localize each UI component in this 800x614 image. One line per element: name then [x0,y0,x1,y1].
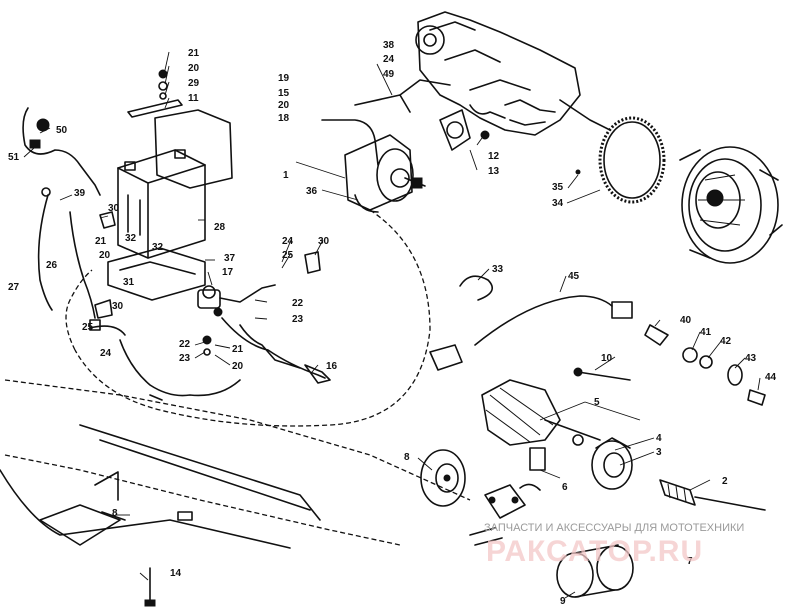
callout-20-top: 20 [188,63,200,74]
battery-strap [127,99,183,118]
callout-37: 37 [224,253,236,264]
callout-51: 51 [8,152,20,163]
snap-ring [459,275,494,301]
callout-28: 28 [214,222,226,233]
callout-20-mid: 20 [232,361,244,372]
starter-cable [321,119,379,166]
callout-11: 11 [188,93,199,104]
callout-27: 27 [8,282,20,293]
callout-6: 6 [562,482,568,493]
chassis-outline [4,379,471,546]
callout-23-left: 23 [179,353,191,364]
callout-40: 40 [680,315,692,326]
callout-22-left: 22 [179,339,191,350]
callout-20-starter: 20 [278,100,290,111]
callout-24-left: 24 [100,348,112,359]
callout-17: 17 [222,267,234,278]
callout-16: 16 [326,361,338,372]
engine-block [415,11,611,151]
callout-1: 1 [283,170,289,181]
callout-32: 32 [152,242,164,253]
callout-41: 41 [700,327,712,338]
main-harness-loop [74,209,431,427]
callout-30-left: 30 [108,203,120,214]
callout-31: 31 [123,277,135,288]
callout-18: 18 [278,113,290,124]
callout-50: 50 [56,125,68,136]
callout-36: 36 [306,186,318,197]
callout-26: 26 [46,260,58,271]
callout-45: 45 [568,271,580,282]
callout-labels: 21 20 29 11 50 51 39 30 21 32 20 26 27 2… [8,40,777,607]
callout-30-mid: 30 [318,236,330,247]
callout-24-mid: 24 [282,236,294,247]
callout-10: 10 [601,353,613,364]
callout-43: 43 [745,353,757,364]
callout-21-mid: 21 [232,344,244,355]
starter-exploded [420,295,766,598]
callout-21-left: 21 [95,236,107,247]
callout-33: 33 [492,264,504,275]
callout-22-right: 22 [292,298,304,309]
callout-15: 15 [278,88,290,99]
callout-39: 39 [74,188,86,199]
callout-29: 29 [188,78,200,89]
watermark: ЗАПЧАСТИ И АКСЕССУАРЫ ДЛЯ МОТОТЕХНИКИ РА… [484,522,744,568]
callout-25-mid: 25 [282,250,294,261]
battery-cover [154,109,233,189]
callout-12: 12 [488,151,500,162]
callout-34: 34 [552,198,564,209]
watermark-logo: РАКСАТОР.RU [486,535,703,568]
cable-27 [37,194,53,311]
callout-25-left: 25 [82,322,94,333]
callout-30-lower: 30 [112,301,124,312]
callout-14: 14 [170,568,182,579]
callout-8-chassis: 8 [112,508,118,519]
callout-32-battery: 32 [125,233,137,244]
callout-42: 42 [720,336,732,347]
callout-20-left: 20 [99,250,111,261]
watermark-tagline: ЗАПЧАСТИ И АКСЕССУАРЫ ДЛЯ МОТОТЕХНИКИ [484,522,744,534]
callout-4: 4 [656,433,662,444]
battery [117,149,206,259]
line-art [0,11,783,607]
callout-2: 2 [722,476,728,487]
callout-44: 44 [765,372,777,383]
battery-tray [107,247,206,301]
callout-13: 13 [488,166,500,177]
ground-cable-50 [22,107,101,196]
callout-7: 7 [687,556,693,567]
callout-35: 35 [552,182,564,193]
wiring-harness-16 [221,317,326,379]
callout-8: 8 [404,452,410,463]
ring-gear [575,116,666,204]
callout-23-right: 23 [292,314,304,325]
callout-19: 19 [278,73,290,84]
cable-26 [69,211,96,319]
callout-38: 38 [383,40,395,51]
callout-5: 5 [594,397,600,408]
callout-3: 3 [656,447,662,458]
leader-lines [23,51,761,599]
callout-24-top: 24 [383,54,395,65]
callout-49: 49 [383,69,395,80]
callout-9: 9 [560,596,566,607]
callout-21-top: 21 [188,48,200,59]
starter-motor [344,134,426,213]
starter-solenoid [197,284,276,356]
flywheel [679,146,783,264]
